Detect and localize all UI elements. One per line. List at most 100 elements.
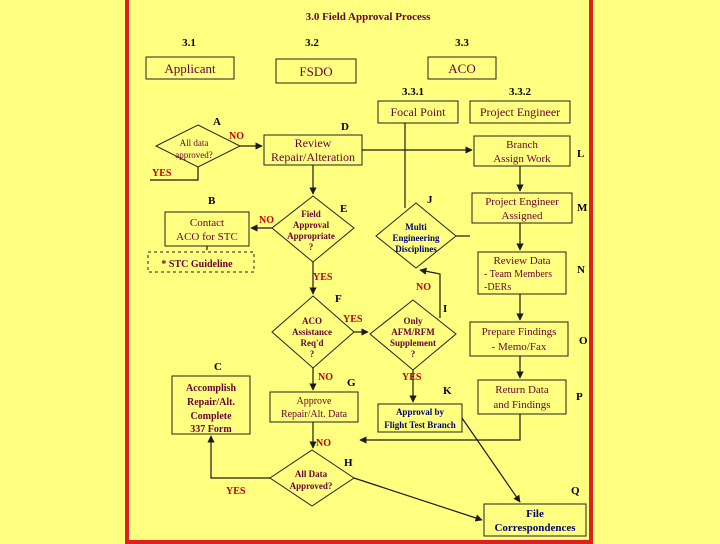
all-data-approved-2-line1: All Data	[295, 469, 328, 479]
col-label-3-3: 3.3	[455, 37, 469, 49]
letter-g: G	[347, 377, 356, 389]
approve-line1: Approve	[297, 396, 333, 407]
field-approval-line3: Appropriate	[287, 231, 335, 241]
only-afm-line3: Supplement	[390, 338, 436, 348]
all-data-approved-1-line2: approved?	[175, 150, 212, 160]
edge-ftb-to-file	[461, 417, 521, 503]
edge-label-no-1: NO	[229, 131, 244, 142]
project-engineer-header-box	[469, 100, 571, 124]
fsdo-header: FSDO	[299, 64, 332, 79]
only-afm-line4: ?	[411, 349, 416, 359]
letter-q: Q	[571, 485, 580, 497]
review-data-title: Review Data	[493, 255, 550, 267]
multi-eng-line2: Engineering	[392, 233, 440, 243]
stc-guideline: * STC Guideline	[161, 259, 233, 270]
edge-label-no-4: NO	[318, 372, 333, 383]
return-data-line2: and Findings	[493, 399, 550, 411]
letter-i: I	[443, 303, 447, 315]
field-approval-line2: Approval	[293, 220, 330, 230]
only-afm-line1: Only	[403, 316, 423, 326]
col-label-3-2: 3.2	[305, 37, 319, 49]
edge-label-yes-3: YES	[343, 314, 363, 325]
letter-k: K	[443, 385, 452, 397]
letter-b: B	[208, 195, 216, 207]
approve-line2: Repair/Alt. Data	[281, 409, 348, 420]
edge-label-no-2: NO	[259, 215, 274, 226]
applicant-header: Applicant	[164, 61, 216, 76]
letter-p: P	[576, 391, 583, 403]
prepare-findings-box	[469, 321, 569, 357]
aco-assist-line3: Req'd	[300, 338, 323, 348]
file-corr-line1: File	[526, 508, 544, 520]
col-label-3-3-1: 3.3.1	[402, 86, 424, 98]
focal-point-header-box	[377, 100, 459, 124]
all-data-approved-2-line2: Approved?	[290, 481, 333, 491]
col-label-3-3-2: 3.3.2	[509, 86, 532, 98]
review-data-item-2: -DERs	[484, 282, 511, 293]
letter-e: E	[340, 203, 347, 215]
multi-eng-line1: Multi	[405, 222, 427, 232]
edge-d2-to-file	[353, 477, 483, 522]
branch-assign-line2: Assign Work	[493, 153, 551, 165]
edge-afm-to-multi	[419, 267, 441, 318]
approval-ftb-line1: Approval by	[396, 407, 445, 417]
multi-eng-line3: Disciplines	[395, 244, 437, 254]
approve-box	[269, 391, 359, 423]
stc-guideline-box	[147, 251, 255, 273]
accomplish-line2: Repair/Alt.	[187, 397, 236, 408]
all-data-approved-1-line1: All data	[180, 138, 209, 148]
letter-l: L	[577, 148, 584, 160]
edge-label-no-3: NO	[416, 282, 431, 293]
branch-assign-box	[473, 135, 571, 167]
edge-label-no-5: NO	[316, 438, 331, 449]
diagram-title: 3.0 Field Approval Process	[306, 11, 432, 23]
accomplish-line4: 337 Form	[190, 424, 232, 435]
letter-n: N	[577, 264, 585, 276]
pe-assigned-line2: Assigned	[502, 210, 543, 222]
all-data-approved-diamond-2	[269, 449, 355, 507]
file-corr-line2: Correspondences	[494, 522, 576, 534]
aco-header-box	[427, 56, 497, 80]
connectors	[150, 123, 524, 522]
edge-label-yes-5: YES	[226, 486, 246, 497]
edge-label-yes-4: YES	[402, 372, 422, 383]
prepare-findings-line2: - Memo/Fax	[492, 341, 547, 353]
return-data-line1: Return Data	[495, 384, 549, 396]
pe-assigned-line1: Project Engineer	[485, 196, 559, 208]
letter-m: M	[577, 202, 588, 214]
col-label-3-1: 3.1	[182, 37, 196, 49]
edge-d2-to-accomplish	[207, 435, 270, 479]
only-afm-line2: AFM/RFM	[391, 327, 435, 337]
edge-label-yes-1: YES	[152, 168, 172, 179]
field-approval-line1: Field	[301, 209, 321, 219]
aco-header: ACO	[448, 61, 475, 76]
accomplish-line3: Complete	[190, 411, 232, 422]
letter-d: D	[341, 121, 349, 133]
review-data-item-1: - Team Members	[484, 269, 552, 280]
aco-assist-line1: ACO	[302, 316, 322, 326]
accomplish-box	[171, 375, 251, 435]
branch-assign-line1: Branch	[506, 139, 538, 151]
aco-assist-line2: Assistance	[292, 327, 332, 337]
edge-return-to-approve	[359, 414, 521, 444]
review-line1: Review	[295, 136, 332, 150]
edge-d1-yes	[150, 167, 199, 181]
accomplish-line1: Accomplish	[186, 383, 236, 394]
aco-assist-line4: ?	[310, 349, 315, 359]
pe-assigned-box	[471, 192, 573, 224]
focal-point-header: Focal Point	[390, 105, 446, 119]
letter-h: H	[344, 457, 353, 469]
applicant-header-box	[145, 56, 235, 80]
field-approval-line4: ?	[309, 242, 314, 252]
contact-aco-line1: Contact	[190, 217, 224, 229]
review-line2: Repair/Alteration	[271, 150, 355, 164]
return-data-box	[477, 379, 567, 415]
letter-o: O	[579, 335, 588, 347]
letter-f: F	[335, 293, 342, 305]
approval-ftb-line2: Flight Test Branch	[384, 420, 456, 430]
edge-label-yes-2: YES	[313, 272, 333, 283]
contact-aco-line2: ACO for STC	[176, 231, 238, 243]
fsdo-header-box	[275, 58, 357, 84]
